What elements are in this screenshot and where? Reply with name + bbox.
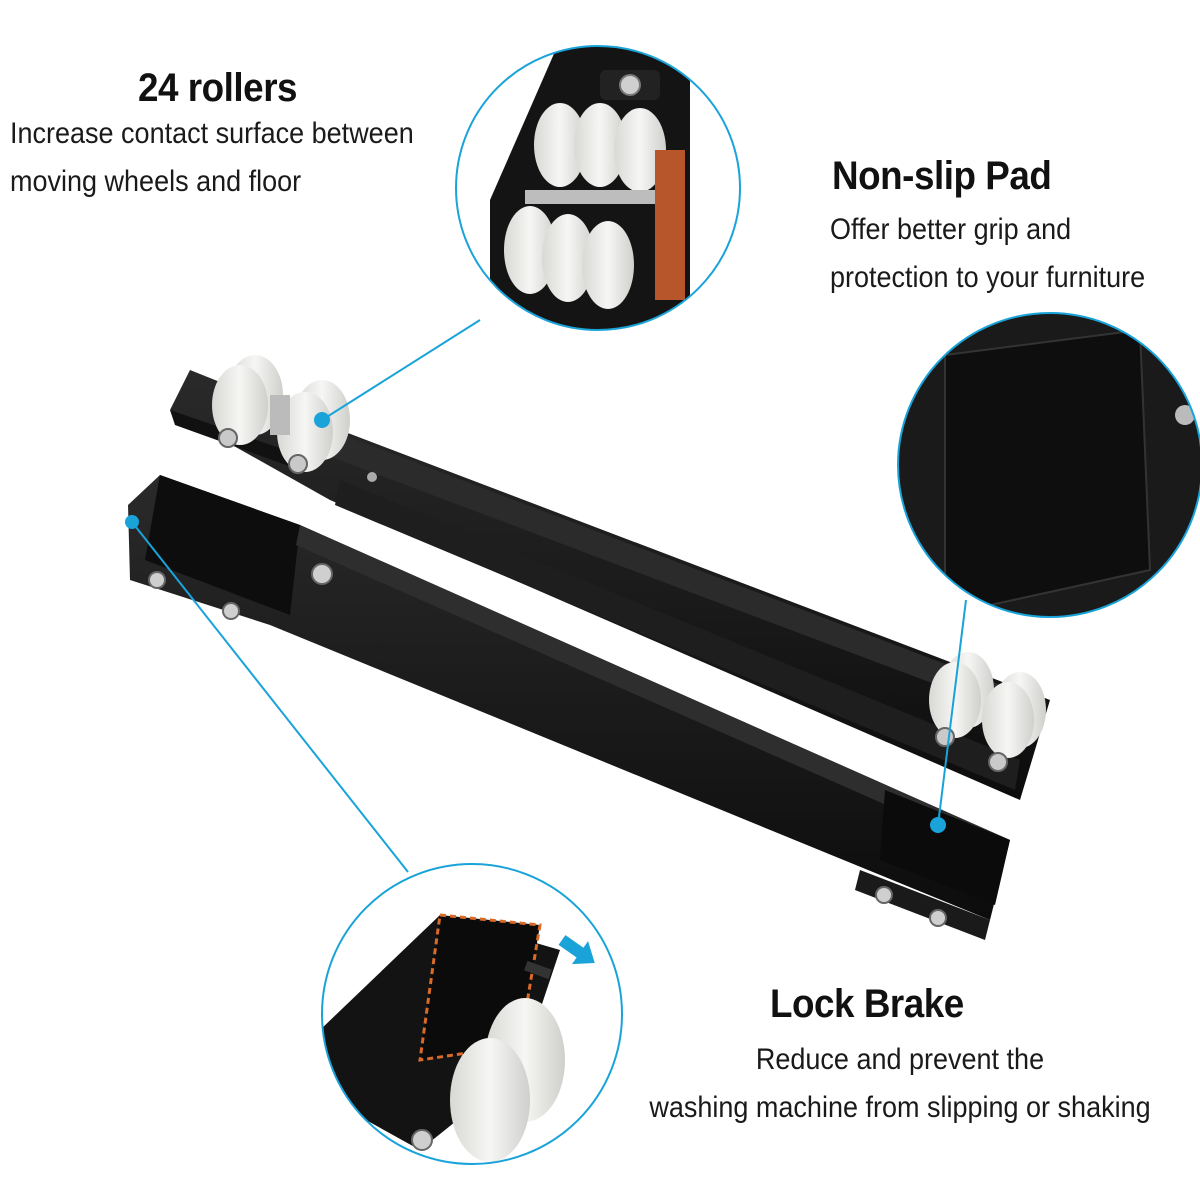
brake-title: Lock Brake <box>770 982 964 1026</box>
roller-group-right <box>929 652 1046 758</box>
zoom-circle-brake <box>321 863 623 1165</box>
brake-description: Reduce and prevent the washing machine f… <box>576 1036 1200 1132</box>
lower-slider-bar <box>128 475 1010 940</box>
zoom-circle-pad <box>897 312 1200 618</box>
arrow-right-down-icon <box>558 935 595 965</box>
pad-description: Offer better grip and protection to your… <box>830 206 1200 302</box>
callout-dot-brake <box>125 515 139 529</box>
pad-desc-line-1: Offer better grip and <box>830 213 1072 246</box>
pad-title: Non-slip Pad <box>832 154 1052 198</box>
callout-lines <box>131 319 967 873</box>
pad-desc-line-2: protection to your furniture <box>830 261 1146 294</box>
rollers-description: Increase contact surface between moving … <box>10 110 460 206</box>
rollers-title: 24 rollers <box>138 66 298 110</box>
callout-dot-pad <box>930 817 946 833</box>
rollers-desc-line-1: Increase contact surface between <box>10 117 414 150</box>
upper-slider-bar <box>170 355 1050 800</box>
zoom-circle-rollers <box>455 45 741 331</box>
callout-dot-rollers <box>314 412 330 428</box>
brake-desc-line-1: Reduce and prevent the <box>755 1043 1045 1076</box>
roller-group-left <box>212 355 350 472</box>
brake-desc-line-2: washing machine from slipping or shaking <box>649 1091 1151 1124</box>
rollers-desc-line-2: moving wheels and floor <box>10 165 302 198</box>
